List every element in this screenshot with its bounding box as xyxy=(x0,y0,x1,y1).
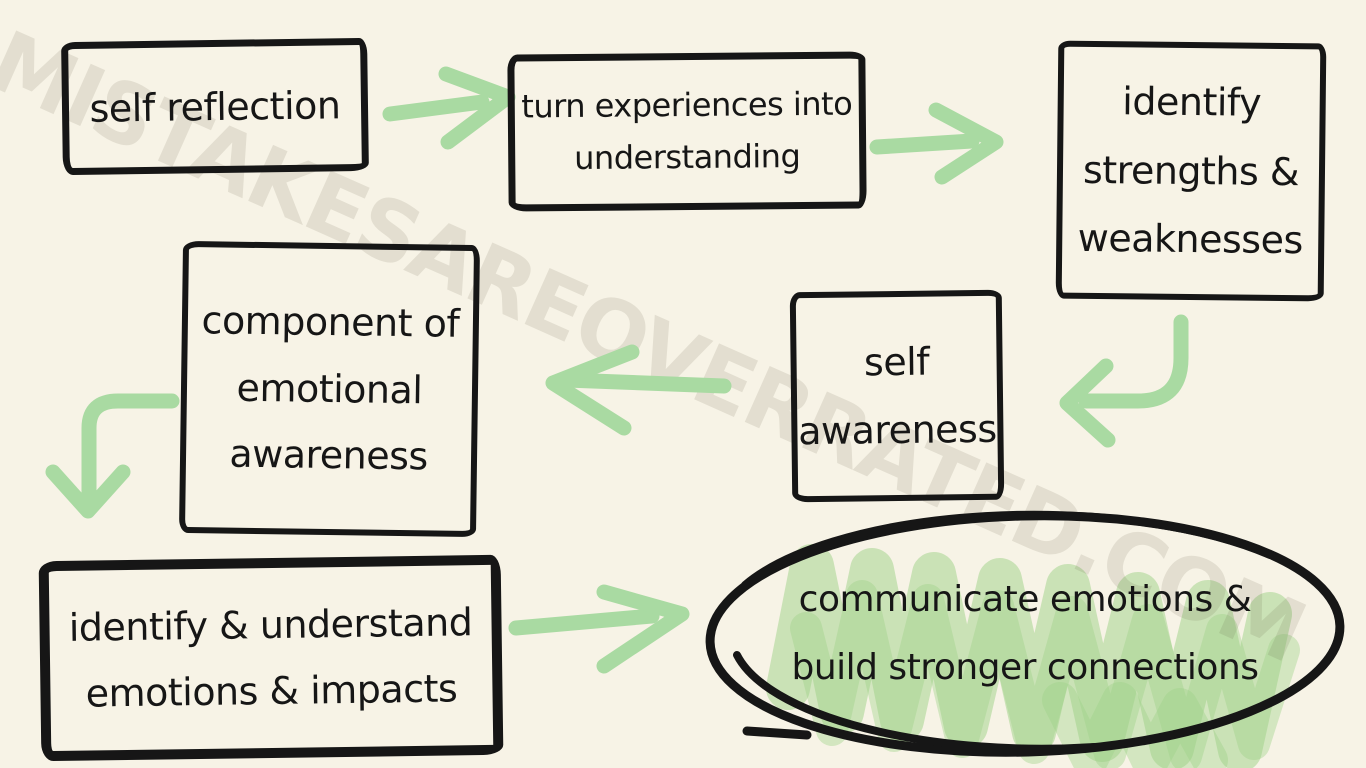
node-self-awareness: self awareness xyxy=(789,289,1005,503)
node-communicate: communicate emotions & build stronger co… xyxy=(791,578,1259,688)
arrow-turn-experiences-to-identify-strengths xyxy=(869,102,1004,185)
arrow-component-emotional-to-identify-understand xyxy=(45,393,180,519)
node-identify-strengths: identify strengths & weaknesses xyxy=(1055,40,1327,302)
arrow-identify-understand-to-communicate xyxy=(508,584,690,674)
node-identify-understand: identify & understand emotions & impacts xyxy=(38,554,504,762)
node-self-reflection: self reflection xyxy=(61,37,369,176)
arrow-self-awareness-to-component-emotional xyxy=(545,344,732,436)
arrow-self-reflection-to-turn-experiences xyxy=(382,66,516,150)
arrow-identify-strengths-to-self-awareness xyxy=(1059,314,1189,448)
node-turn-experiences: turn experiences into understanding xyxy=(507,51,867,212)
node-component-emotional: component of emotional awareness xyxy=(178,240,481,538)
scribble-stroke xyxy=(766,544,1292,768)
